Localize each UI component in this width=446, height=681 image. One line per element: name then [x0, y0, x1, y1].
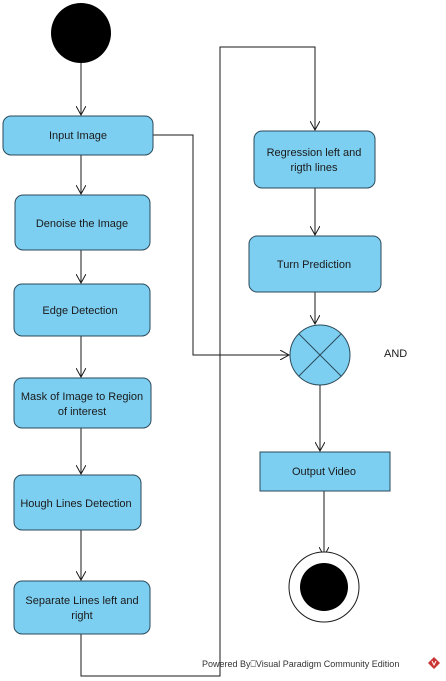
node-separate-label-2: right — [71, 610, 92, 622]
node-mask-label-2: of interest — [58, 406, 106, 418]
node-turn-prediction: Turn Prediction — [248, 235, 382, 293]
node-turn-prediction-label: Turn Prediction — [277, 259, 351, 271]
node-mask: Mask of Image to Region of interest — [13, 377, 152, 429]
edge-separate-to-regression — [80, 46, 315, 677]
and-merge-node — [289, 324, 351, 386]
node-edge-detection: Edge Detection — [13, 283, 151, 337]
visual-paradigm-logo-icon — [428, 657, 440, 669]
node-regression: Regression left and rigth lines — [253, 130, 376, 189]
node-hough: Hough Lines Detection — [13, 474, 142, 531]
node-mask-label-1: Mask of Image to Region — [21, 391, 143, 403]
node-hough-label: Hough Lines Detection — [20, 498, 131, 510]
node-input-image: Input Image — [2, 115, 154, 156]
edge-input-to-and — [153, 134, 289, 355]
node-denoise-label: Denoise the Image — [36, 218, 128, 230]
initial-node — [51, 3, 111, 63]
node-regression-label-2: rigth lines — [290, 162, 338, 174]
and-cross-line-2 — [298, 333, 342, 377]
node-edge-detection-label: Edge Detection — [42, 305, 117, 317]
node-separate-label-1: Separate Lines left and — [25, 595, 138, 607]
and-label: AND — [384, 348, 407, 360]
node-regression-label-1: Regression left and — [267, 147, 362, 159]
watermark-text: Powered By⎕Visual Paradigm Community Edi… — [202, 659, 400, 669]
node-output-video: Output Video — [259, 451, 391, 492]
node-input-image-label: Input Image — [49, 130, 107, 142]
node-denoise: Denoise the Image — [14, 194, 151, 251]
node-separate: Separate Lines left and right — [13, 580, 151, 635]
node-output-video-label: Output Video — [292, 466, 356, 478]
final-node — [288, 551, 360, 623]
